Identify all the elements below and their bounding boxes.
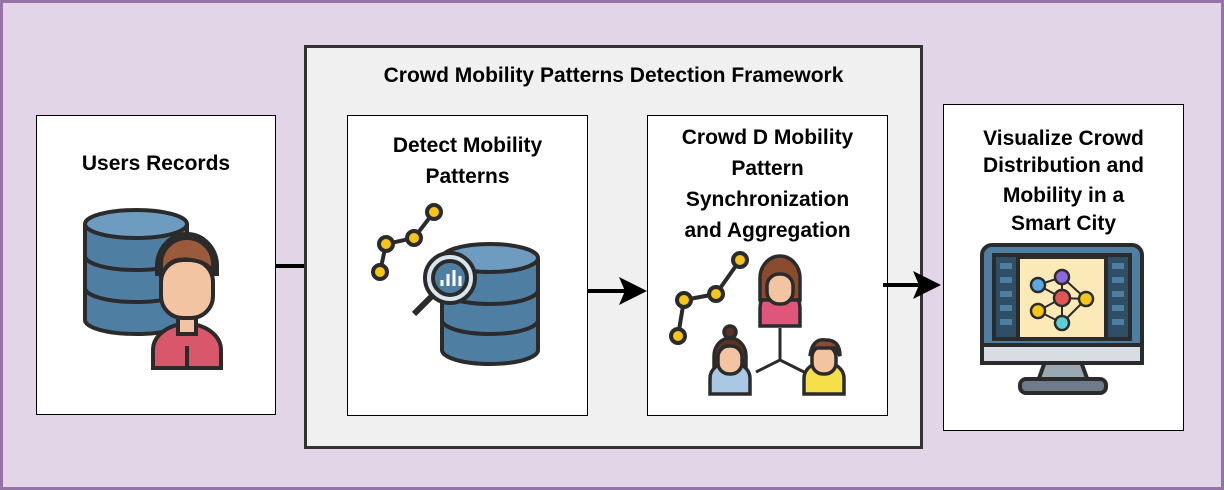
- detect-patterns-box: Detect Mobility Patterns: [347, 115, 588, 416]
- framework-container: Crowd Mobility Patterns Detection Framew…: [304, 45, 923, 449]
- aggregation-box: Crowd D Mobility Pattern Synchronization…: [647, 115, 888, 416]
- crowd-network-icon: [669, 251, 846, 396]
- framework-title: Crowd Mobility Patterns Detection Framew…: [383, 64, 844, 87]
- aggregation-label-line-3: Synchronization: [685, 188, 850, 211]
- visualize-label-line-4: Smart City: [1010, 212, 1117, 235]
- arrow-detect-to-aggregation: [587, 277, 647, 305]
- users-records-box: Users Records: [36, 115, 276, 415]
- detect-patterns-label-line-1: Detect Mobility: [392, 134, 543, 157]
- visualize-box: Visualize Crowd Distribution and Mobilit…: [943, 104, 1184, 431]
- visualize-label-line-3: Mobility in a: [1002, 184, 1125, 207]
- visualize-label-line-2: Distribution and: [983, 154, 1144, 177]
- database-user-icon: [83, 208, 223, 370]
- aggregation-label-line-4: and Aggregation: [684, 219, 851, 242]
- monitor-network-icon: [980, 243, 1144, 395]
- aggregation-label-line-2: Pattern: [731, 157, 804, 180]
- aggregation-label-line-1: Crowd D Mobility: [681, 126, 854, 149]
- detect-patterns-label-line-2: Patterns: [425, 165, 510, 188]
- arrow-framework-to-visualize: [883, 271, 941, 299]
- users-records-label: Users Records: [81, 152, 231, 175]
- analytics-database-icon: [371, 203, 540, 366]
- visualize-label-line-1: Visualize Crowd: [983, 127, 1144, 150]
